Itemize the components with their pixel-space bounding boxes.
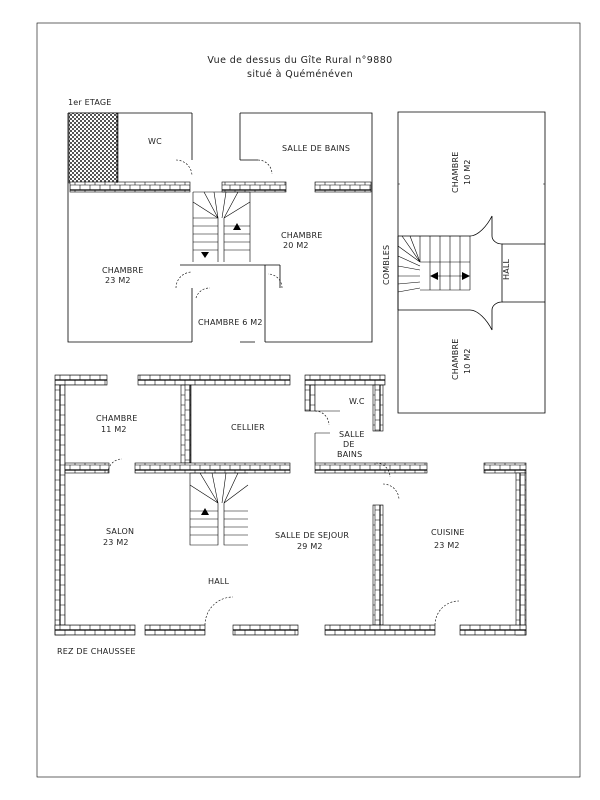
- room-chambre-6: CHAMBRE 6 M2: [198, 318, 263, 327]
- brick-wall: [304, 384, 316, 412]
- room-salle-de-bains-top: SALLE DE BAINS: [282, 144, 350, 153]
- brick-wall: [314, 181, 372, 193]
- chimney-block: [68, 112, 119, 184]
- room-cellier: CELLIER: [231, 423, 265, 432]
- room-sejour-name: SALLE DE SEJOUR: [275, 531, 349, 540]
- room-sejour-area: 29 M2: [297, 542, 323, 551]
- brick-wall: [314, 462, 428, 474]
- room-chambre-11-area: 11 M2: [101, 425, 127, 434]
- room-bains-ground-l1: SALLE: [339, 430, 365, 439]
- brick-wall: [180, 384, 192, 464]
- first-floor-stairs: [192, 191, 251, 262]
- brick-wall: [515, 472, 527, 636]
- attic-chambre-a-name: CHAMBRE: [451, 152, 460, 193]
- ground-floor-plan: CHAMBRE 11 M2 CELLIER W.C SALLE DE BAINS…: [54, 374, 527, 656]
- ground-floor-label: REZ DE CHAUSSEE: [57, 647, 136, 656]
- room-chambre-23-name: CHAMBRE: [102, 266, 143, 275]
- room-chambre-11-name: CHAMBRE: [96, 414, 137, 423]
- room-chambre-20-area: 20 M2: [283, 241, 309, 250]
- brick-wall: [134, 462, 291, 474]
- room-cuisine-name: CUISINE: [431, 528, 465, 537]
- brick-wall: [69, 181, 191, 193]
- room-salon-name: SALON: [106, 527, 134, 536]
- attic-chambre-a-area: 10 M2: [463, 159, 472, 185]
- room-wc-ground: W.C: [349, 397, 365, 406]
- first-floor-label: 1er ETAGE: [68, 98, 112, 107]
- room-chambre-23-area: 23 M2: [105, 276, 131, 285]
- stairs-down-arrow-icon: [201, 252, 209, 258]
- brick-wall: [54, 384, 66, 636]
- room-cuisine-area: 23 M2: [434, 541, 460, 550]
- room-bains-ground-l3: BAINS: [337, 450, 362, 459]
- brick-wall: [54, 374, 108, 386]
- brick-wall: [221, 181, 287, 193]
- room-wc-top: WC: [148, 137, 162, 146]
- brick-wall: [324, 624, 436, 636]
- attic-chambre-b-name: CHAMBRE: [451, 339, 460, 380]
- plan-subtitle: situé à Quéménéven: [247, 69, 353, 80]
- page-border: [36, 22, 581, 778]
- attic-chambre-b-area: 10 M2: [463, 348, 472, 374]
- brick-wall: [483, 462, 527, 474]
- brick-wall: [64, 462, 110, 474]
- brick-wall: [459, 624, 527, 636]
- brick-wall: [304, 374, 386, 386]
- ground-floor-stairs: [189, 472, 249, 546]
- attic-hall: HALL: [502, 258, 511, 280]
- brick-wall: [372, 504, 384, 626]
- attic-stairs-right-arrow-icon: [462, 272, 470, 280]
- room-hall-ground: HALL: [208, 577, 230, 586]
- stairs-up-arrow-icon: [233, 223, 241, 230]
- brick-wall: [372, 384, 384, 432]
- room-chambre-20-name: CHAMBRE: [281, 231, 322, 240]
- room-salon-area: 23 M2: [103, 538, 129, 547]
- first-floor-plan: 1er ETAGE WC SALLE DE BAINS CHAMBRE 20: [67, 98, 373, 343]
- brick-wall: [54, 624, 136, 636]
- attic-label: COMBLES: [382, 245, 391, 285]
- brick-wall: [232, 624, 299, 636]
- plan-title: Vue de dessus du Gîte Rural n°9880: [207, 55, 392, 66]
- brick-wall: [137, 374, 291, 386]
- ground-stairs-up-arrow-icon: [201, 508, 209, 515]
- attic-stairs-left-arrow-icon: [430, 272, 438, 280]
- attic-stairs: [397, 235, 471, 293]
- room-bains-ground-l2: DE: [343, 440, 355, 449]
- brick-wall: [144, 624, 206, 636]
- attic-plan: COMBLES CHAMBRE 10 M2 CHAMBRE 10 M2 HALL: [382, 111, 546, 414]
